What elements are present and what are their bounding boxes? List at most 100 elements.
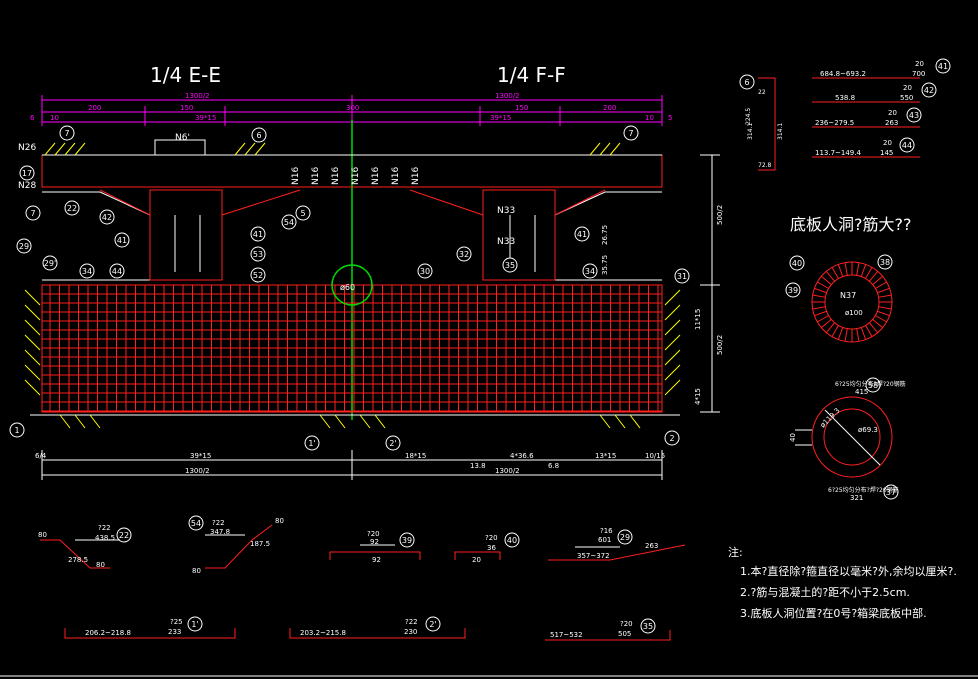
detail-callout-label: 41 [938,62,948,71]
det41-len: 700 [912,70,925,78]
dim-6-left: 6 [30,114,35,122]
callout-label: 7 [64,129,69,138]
dim-10-right: 10 [645,114,654,122]
detail-callout-label: 35 [643,622,653,631]
callout-label: 34 [82,267,92,276]
detail-22: 80 ?22 438.5 278.5 80 [38,524,120,569]
detail-callout-label: 29 [620,533,630,542]
det42-range: 538.8 [835,94,855,102]
callout-label: 53 [253,250,263,259]
ring-spoke [877,287,890,294]
callout-label: 41 [253,230,263,239]
ring-spoke [812,306,826,310]
det43-dia: 20 [888,109,897,117]
d39-len: 92 [370,538,379,546]
note-1: 1.本?直径除?箍直径以毫米?外,余均以厘米?. [740,564,957,578]
d40-sub: 20 [472,556,481,564]
label-d100: ø100 [845,309,863,317]
d2-range: 203.2~215.8 [300,629,346,637]
ring-spoke [875,281,887,289]
dim-5-right: 5 [668,114,672,122]
detail-35: 517~532 ?20 505 [545,620,671,641]
label-d693: ø69.3 [858,426,878,434]
label-n16-4: N16 [351,167,361,185]
callout-label: 54 [284,218,294,227]
callout-label: 44 [112,267,122,276]
manhole-circle [331,264,373,306]
callout-label: 2 [669,434,674,443]
d54-dia: ?22 [212,519,225,527]
callout-label: 41 [117,236,127,245]
dim-bot-68: 6.8 [548,462,559,470]
note-3: 3.底板人洞位置?在0号?箱梁底板中部. [740,606,927,620]
d54-a: 80 [275,517,284,525]
d29-dia: ?16 [600,527,613,535]
detail-callout-bubble [921,82,937,98]
callout-label: 39 [788,286,798,295]
d35-range: 517~532 [550,631,583,639]
ring-spoke [837,327,844,340]
detail-callout-label: 22 [119,531,129,540]
d35-dia: ?20 [620,620,633,628]
callout-label: 34 [585,267,595,276]
detail-callout-bubble [188,515,204,531]
title-right: 1/4 F-F [497,63,566,87]
det41-range: 684.8~693.2 [820,70,866,78]
callout-bubble [64,200,80,216]
dim-bot-half-l: 1300/2 [185,467,210,475]
detail-callout-bubble [116,527,132,543]
dim-bot-6l: 6/4 [35,452,47,460]
d22-c: 80 [96,561,105,569]
dim-bot-sp-l: 39*15 [190,452,211,460]
ring58-len: 415 [855,388,868,396]
callout-label: 22 [67,204,77,213]
detail-callout-bubble [899,137,915,153]
d2-dia: ?22 [405,618,418,626]
notes: 注: 1.本?直径除?箍直径以毫米?外,余均以厘米?. 2.?筋与混凝土的?距不… [728,545,957,620]
label-n16-1: N16 [291,167,301,185]
dim-200-left: 200 [88,104,101,112]
callout-bubble [417,263,433,279]
web-left [99,189,301,281]
bottom-hatch [30,414,680,429]
callout-label: 35 [505,261,515,270]
dim-spacing-right: 39*15 [490,114,511,122]
ring37-text: 6?25均匀分布?焊?20钢筋 [828,486,899,494]
callout-bubble [9,422,25,438]
callout-bubble [664,430,680,446]
callout-bubble [251,127,267,143]
callout-label: 5 [300,209,305,218]
dim-26-75: 26.75 [601,225,609,245]
ring-spoke [831,325,839,337]
callout-bubble [883,484,899,500]
ring-spoke [812,294,826,298]
detail-39: ?20 92 92 [329,530,421,564]
callout-bubble [789,255,805,271]
ring-spoke [817,281,829,289]
detail-callout-bubble [935,58,951,74]
callout-bubble [59,125,75,141]
callout-bubble [250,246,266,262]
callout-bubble [25,205,41,221]
label-n33-b: N33 [497,237,515,247]
det6-f: 72.8 [758,162,772,169]
ring37-len: 321 [850,494,863,502]
detail-callout-label: 39 [402,536,412,545]
dim-200-right: 200 [603,104,616,112]
callout-bubble [582,263,598,279]
det44-len: 145 [880,149,893,157]
detail-n6: 224.5 314.1 314.1 22 72.8 [745,77,784,171]
ring-spoke [837,264,844,277]
callout-bubble [281,214,297,230]
detail-1p: 206.2~218.8 ?25 233 [64,618,236,639]
detail-n44: 113.7~149.4 20 145 [812,139,920,158]
notes-head: 注: [728,545,743,559]
dim-bot-1015: 10/15 [645,452,665,460]
detail-callout-bubble [739,74,755,90]
d22-dia: ?22 [98,524,111,532]
callout-bubble [785,282,801,298]
callout-label: 31 [677,272,687,281]
d54-b: 187.5 [250,540,270,548]
callout-label: 7 [628,129,633,138]
